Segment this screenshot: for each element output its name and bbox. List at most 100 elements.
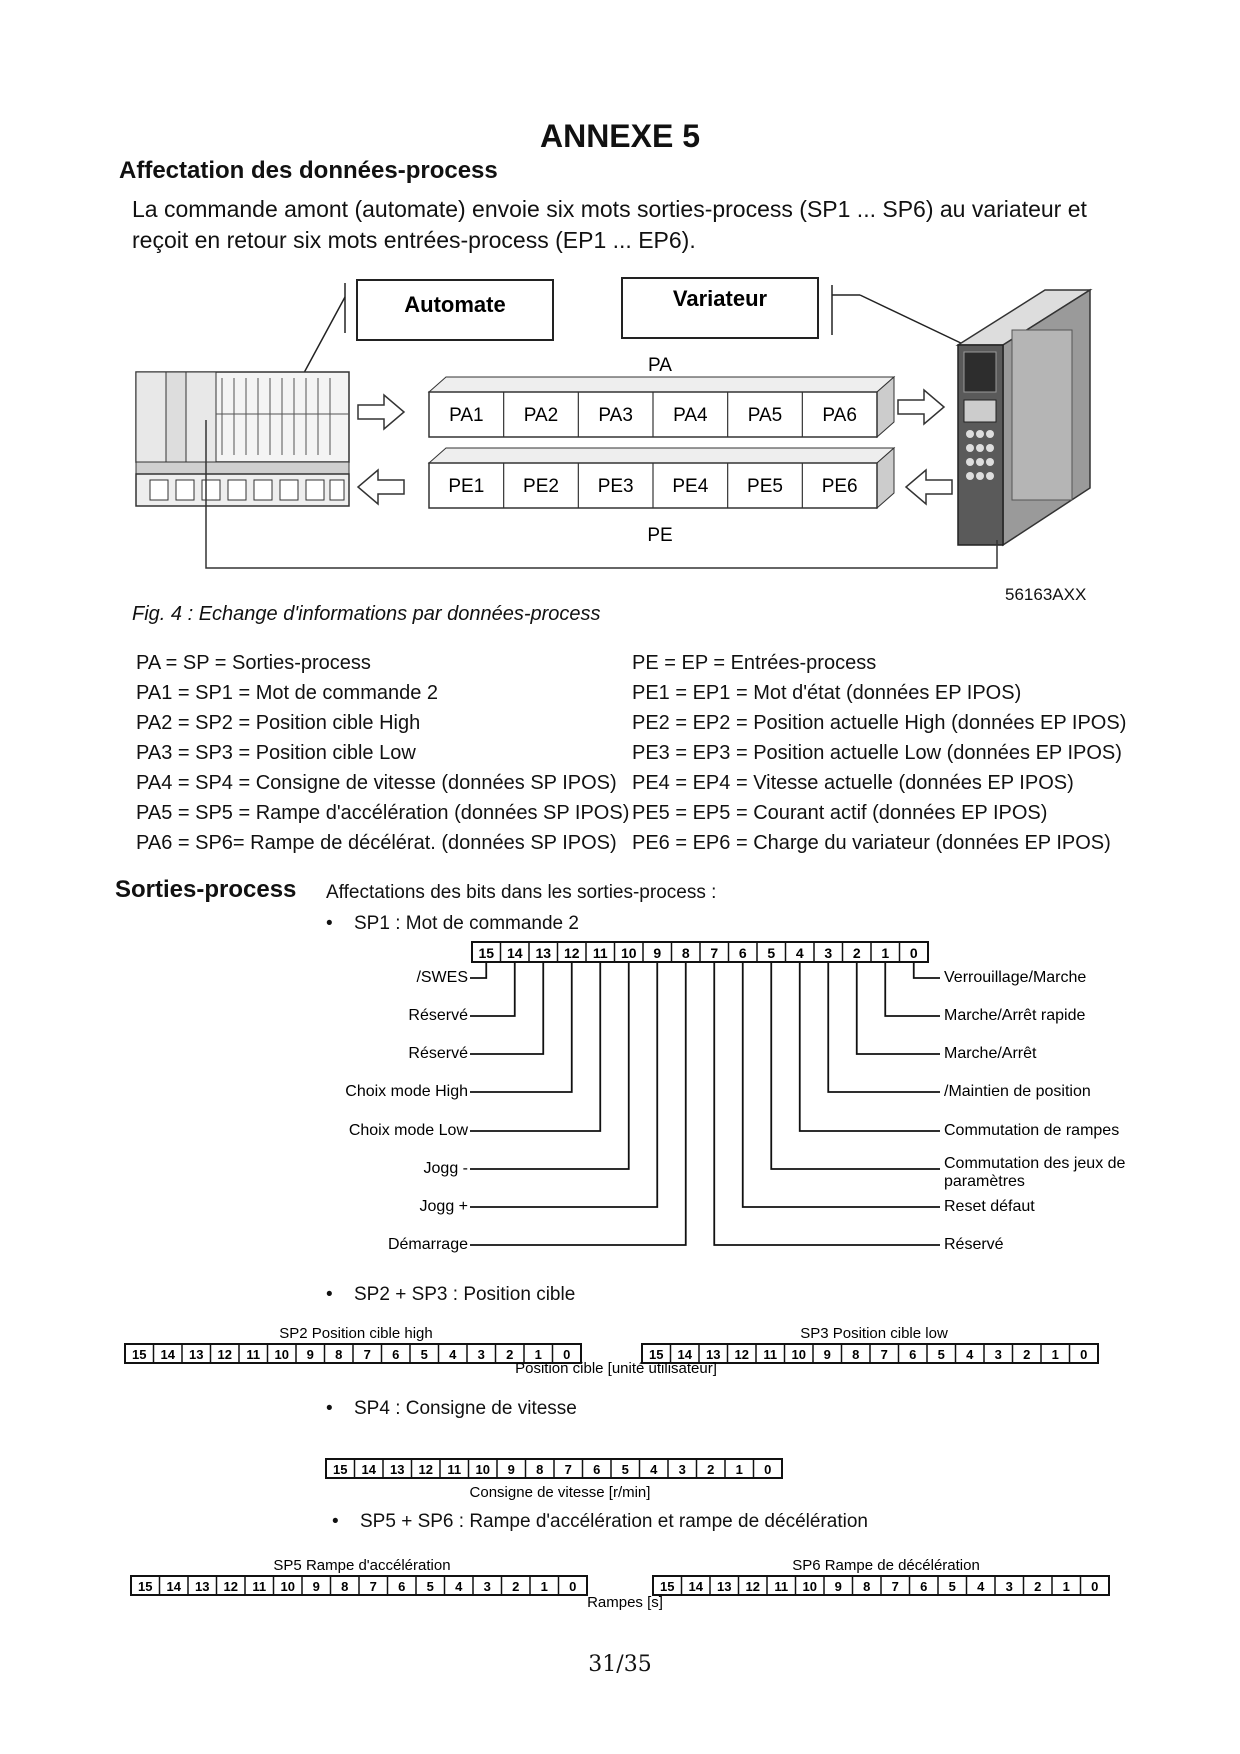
bit-cell: 12 bbox=[419, 1462, 433, 1477]
sp1-left-label: Jogg - bbox=[424, 1160, 468, 1177]
bit-cell: 1 bbox=[535, 1347, 542, 1362]
bit-cell: 3 bbox=[824, 945, 832, 961]
pe-cell: PE3 bbox=[598, 476, 634, 497]
bit-cell: 13 bbox=[717, 1579, 731, 1594]
drive-icon bbox=[955, 288, 1093, 547]
bit-cell: 5 bbox=[427, 1579, 434, 1594]
bit-cell: 8 bbox=[335, 1347, 342, 1362]
bit-cell: 10 bbox=[281, 1579, 295, 1594]
bit-cell: 9 bbox=[824, 1347, 831, 1362]
bit-cell: 10 bbox=[275, 1347, 289, 1362]
bit-cell: 0 bbox=[1091, 1579, 1098, 1594]
bit-cell: 2 bbox=[853, 945, 861, 961]
legend-item: PA5 = SP5 = Rampe d'accélération (donnée… bbox=[136, 802, 630, 824]
sp1-right-label: Marche/Arrêt bbox=[944, 1045, 1037, 1062]
page-title: ANNEXE 5 bbox=[539, 118, 701, 154]
figure-caption: Fig. 4 : Echange d'informations par donn… bbox=[132, 603, 601, 625]
sp1-left-label: /SWES bbox=[416, 969, 468, 986]
sp1-left-label: Réservé bbox=[408, 1045, 468, 1062]
bit-cell: 10 bbox=[621, 945, 637, 961]
arrow-left-icon bbox=[356, 468, 405, 506]
bit-cell: 13 bbox=[189, 1347, 203, 1362]
bit-cell: 7 bbox=[565, 1462, 572, 1477]
bit-cell: 12 bbox=[746, 1579, 760, 1594]
bit-cell: 6 bbox=[739, 945, 747, 961]
process-data-diagram: Automate Variateur bbox=[135, 277, 1093, 569]
bit-cell: 3 bbox=[995, 1347, 1002, 1362]
bullet-sp23: •SP2 + SP3 : Position cible bbox=[326, 1284, 575, 1306]
automate-label-box bbox=[356, 279, 554, 341]
bit-cell: 13 bbox=[535, 945, 551, 961]
bit-cell: 1 bbox=[1052, 1347, 1059, 1362]
pe-cell: PE1 bbox=[448, 476, 484, 497]
bit-cell: 5 bbox=[938, 1347, 945, 1362]
pe-cell: PE4 bbox=[672, 476, 708, 497]
legend-item: PE1 = EP1 = Mot d'état (données EP IPOS) bbox=[632, 682, 1022, 704]
bit-cell: 7 bbox=[892, 1579, 899, 1594]
bit-cell: 13 bbox=[706, 1347, 720, 1362]
bit-cell: 3 bbox=[679, 1462, 686, 1477]
bit-cell: 2 bbox=[1034, 1579, 1041, 1594]
bit-cell: 0 bbox=[569, 1579, 576, 1594]
pa-cell: PA1 bbox=[449, 405, 484, 426]
legend-item: PA2 = SP2 = Position cible High bbox=[136, 712, 421, 734]
bit-cell: 10 bbox=[803, 1579, 817, 1594]
bit-cell: 8 bbox=[852, 1347, 859, 1362]
legend-item: PA = SP = Sorties-process bbox=[136, 652, 371, 674]
legend-entrees: PE = EP = Entrées-process PE1 = EP1 = Mo… bbox=[632, 648, 1126, 858]
pa-label: PA bbox=[648, 355, 672, 376]
arrow-right-icon bbox=[897, 388, 946, 426]
sp56-bit-diagram: SP5 Rampe d'accélération SP6 Rampe de dé… bbox=[130, 1557, 1110, 1611]
sp4-unit-label: Consigne de vitesse [r/min] bbox=[470, 1484, 651, 1501]
bit-cell: 13 bbox=[195, 1579, 209, 1594]
bit-cell: 11 bbox=[763, 1347, 777, 1362]
sp1-left-label: Jogg + bbox=[420, 1198, 468, 1215]
bit-cell: 15 bbox=[649, 1347, 663, 1362]
bit-cell: 12 bbox=[735, 1347, 749, 1362]
legend-item: PE6 = EP6 = Charge du variateur (données… bbox=[632, 832, 1111, 854]
legend-item: PA3 = SP3 = Position cible Low bbox=[136, 742, 416, 764]
bit-cell: 2 bbox=[707, 1462, 714, 1477]
sorties-title: Sorties-process bbox=[115, 876, 297, 903]
legend-item: PE = EP = Entrées-process bbox=[632, 652, 877, 674]
bullet-dot: • bbox=[326, 913, 333, 934]
bullet-sp56: •SP5 + SP6 : Rampe d'accélération et ram… bbox=[332, 1511, 868, 1533]
sp1-left-label: Démarrage bbox=[388, 1236, 468, 1253]
bit-cell: 11 bbox=[447, 1462, 461, 1477]
bit-cell: 6 bbox=[909, 1347, 916, 1362]
sp1-right-label: Réservé bbox=[944, 1236, 1004, 1253]
bit-cell: 0 bbox=[1080, 1347, 1087, 1362]
sp3-label: SP3 Position cible low bbox=[800, 1325, 948, 1342]
section-title: Affectation des données-process bbox=[119, 157, 498, 184]
bit-cell: 8 bbox=[536, 1462, 543, 1477]
bit-cell: 7 bbox=[710, 945, 718, 961]
bit-cell: 3 bbox=[478, 1347, 485, 1362]
bullet-dot: • bbox=[326, 1398, 333, 1419]
bit-cell: 14 bbox=[507, 945, 523, 961]
bit-cell: 6 bbox=[920, 1579, 927, 1594]
sp1-left-label: Choix mode Low bbox=[349, 1122, 469, 1139]
bit-cell: 1 bbox=[881, 945, 889, 961]
legend-item: PE2 = EP2 = Position actuelle High (donn… bbox=[632, 712, 1127, 734]
bit-cell: 9 bbox=[307, 1347, 314, 1362]
bit-cell: 0 bbox=[764, 1462, 771, 1477]
bit-cell: 9 bbox=[313, 1579, 320, 1594]
sp1-right-label: Reset défaut bbox=[944, 1198, 1035, 1215]
bit-cell: 15 bbox=[138, 1579, 152, 1594]
bit-cell: 13 bbox=[390, 1462, 404, 1477]
intro-paragraph: La commande amont (automate) envoie six … bbox=[132, 196, 1087, 253]
variateur-label-box bbox=[621, 277, 819, 339]
sp5-label: SP5 Rampe d'accélération bbox=[273, 1557, 450, 1574]
bit-cell: 3 bbox=[484, 1579, 491, 1594]
pe-label: PE bbox=[647, 525, 672, 546]
bit-cell: 8 bbox=[682, 945, 690, 961]
bit-cell: 12 bbox=[218, 1347, 232, 1362]
figure-code: 56163AXX bbox=[1005, 585, 1087, 604]
sp1-name: SP1 bbox=[354, 913, 390, 934]
bit-cell: 1 bbox=[736, 1462, 743, 1477]
sp1-right-label: Commutation des jeux de bbox=[944, 1155, 1126, 1172]
sp1-right-label: paramètres bbox=[944, 1173, 1025, 1190]
